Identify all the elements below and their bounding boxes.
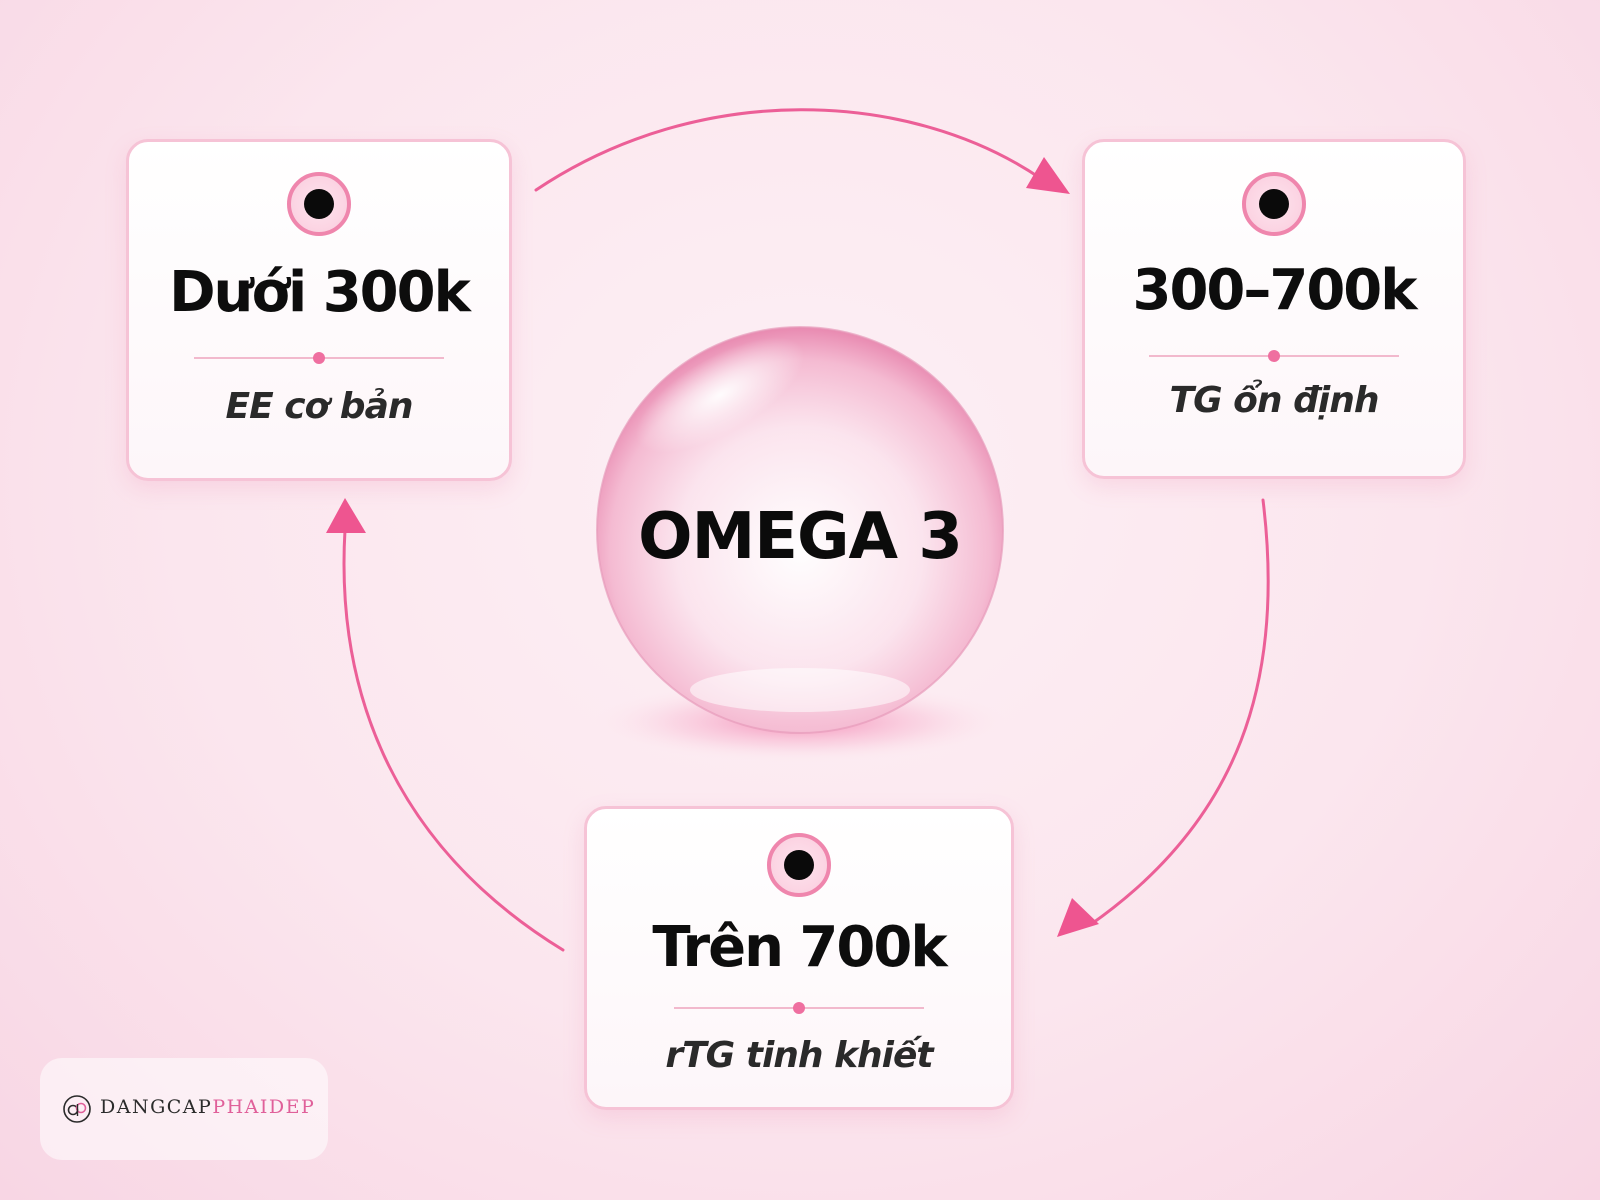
arrow-left [342,528,565,952]
arrow-top [534,108,1042,192]
logo-text-part2: PHAIDEP [212,1096,316,1118]
card-divider [674,1002,924,1014]
card-subtitle: rTG tinh khiết [665,1035,933,1076]
card-divider [1149,350,1399,362]
card-subtitle: EE cơ bản [225,386,413,427]
logo-text-part1: DANGCAP [100,1096,213,1118]
arrow-icon [1057,898,1099,937]
price-card-over-700k: Trên 700k rTG tinh khiết [584,806,1014,1110]
arrow-icon [1026,157,1070,194]
cycle-arrows [342,108,1270,952]
target-icon [287,172,351,236]
card-title: Dưới 300k [169,260,471,325]
center-label: OMEGA 3 [638,500,963,574]
card-title: Trên 700k [652,915,947,980]
brand-logo: DANGCAPPHAIDEP [40,1058,328,1160]
card-subtitle: TG ổn định [1169,380,1380,421]
logo-text: DANGCAPPHAIDEP [100,1096,315,1118]
card-title: 300–700k [1132,258,1417,323]
arrow-right [1088,498,1270,927]
target-icon [1242,172,1306,236]
sphere-inner-glow [690,668,910,712]
target-icon [767,833,831,897]
arrow-heads [326,157,1099,937]
price-card-under-300k: Dưới 300k EE cơ bản [126,139,512,481]
card-divider [194,352,444,364]
logo-icon [63,1095,91,1123]
sphere-highlight [635,337,805,453]
arrow-icon [326,498,366,533]
price-card-300-700k: 300–700k TG ổn định [1082,139,1466,479]
